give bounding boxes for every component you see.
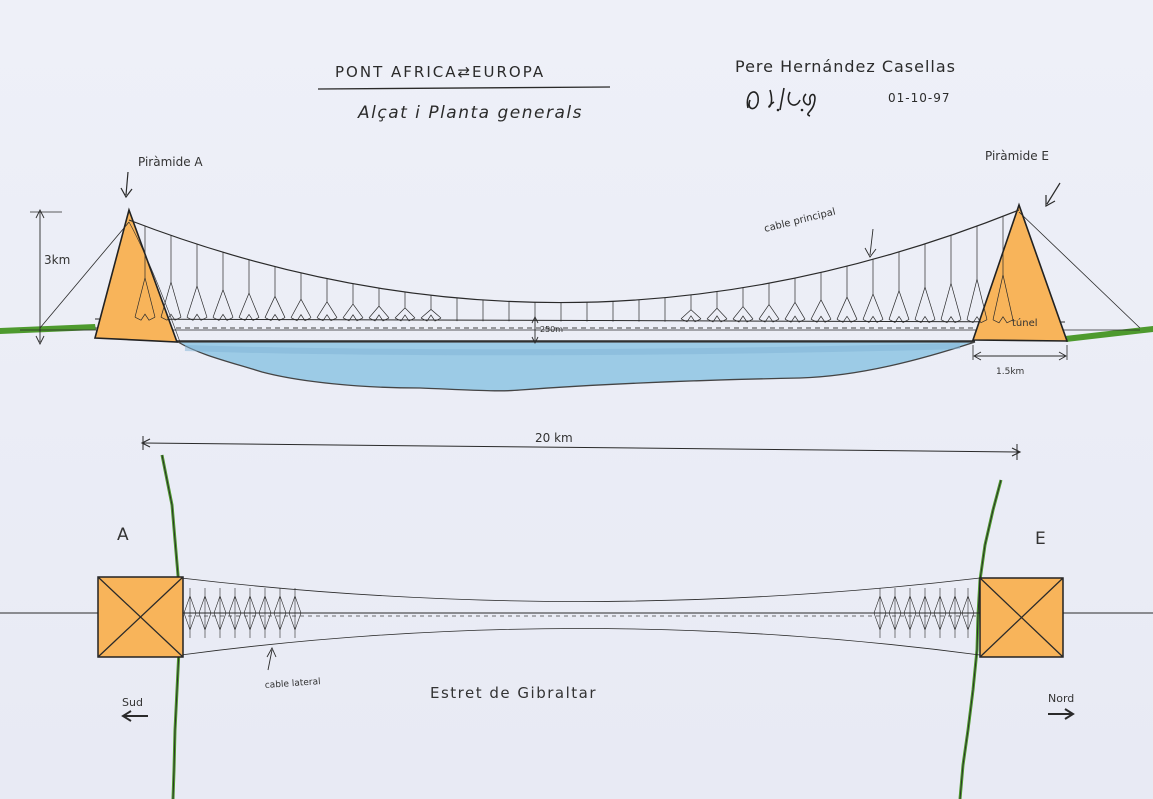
plan-hanger <box>948 588 962 638</box>
plan-hanger <box>258 588 272 638</box>
plan-hanger <box>961 588 975 638</box>
north-label: Nord <box>1048 692 1074 705</box>
hanger <box>732 287 754 323</box>
south-label: Sud <box>122 696 143 709</box>
plan-hanger <box>933 588 947 638</box>
author-name: Pere Hernández Casellas <box>735 57 957 76</box>
hanger <box>212 252 234 321</box>
hanger <box>966 226 988 324</box>
elevation-view: Piràmide A Piràmide E cable principal 3k… <box>0 149 1153 392</box>
hanger <box>420 295 442 322</box>
title-underline <box>318 86 611 90</box>
main-cable-label: cable principal <box>763 207 837 235</box>
hanger <box>862 259 884 323</box>
plan-hanger <box>198 588 212 638</box>
side-cable-label: cable lateral <box>265 677 321 691</box>
deck-line <box>94 318 1066 323</box>
plan-hanger <box>873 588 887 638</box>
pyramid-a <box>93 207 179 343</box>
plan-view: 20 km <box>0 431 1153 799</box>
hanger <box>784 278 806 323</box>
hanger <box>368 288 390 322</box>
page-title: PONT AFRICA⇄EUROPA <box>335 63 546 81</box>
hanger <box>940 235 962 324</box>
plan-hanger <box>888 588 902 638</box>
pyramid-e-plan <box>979 577 1064 658</box>
hanger <box>706 291 728 323</box>
ground-left <box>0 324 96 334</box>
plan-label-a: A <box>117 525 129 545</box>
pyramid-e-label: Piràmide E <box>985 149 1049 163</box>
plan-hanger <box>243 588 257 638</box>
height-label: 3km <box>44 253 70 267</box>
north-arrow-icon <box>1048 708 1075 720</box>
pyramid-e <box>971 202 1069 342</box>
span-label: 20 km <box>535 431 573 445</box>
hanger <box>238 259 260 321</box>
plan-label-e: E <box>1035 529 1046 549</box>
base-width-label: 1.5km <box>996 367 1024 377</box>
hanger <box>888 251 910 323</box>
plan-hanger <box>903 588 917 638</box>
hanger <box>992 216 1014 324</box>
plan-hanger <box>183 588 197 638</box>
hangers <box>134 216 1014 324</box>
hanger <box>394 292 416 322</box>
plan-hanger <box>213 588 227 638</box>
hanger <box>836 266 858 323</box>
hanger <box>160 235 182 321</box>
plan-hanger <box>918 588 932 638</box>
main-cable <box>128 209 1020 304</box>
hanger <box>290 272 312 322</box>
hanger <box>316 278 338 322</box>
hanger <box>680 294 702 323</box>
hanger <box>134 226 156 321</box>
hanger <box>810 272 832 323</box>
strait-label: Estret de Gibraltar <box>430 684 597 702</box>
pyramid-a-plan <box>97 576 184 658</box>
hanger <box>264 266 286 322</box>
tunnel-label: túnel <box>1012 317 1038 329</box>
page-subtitle: Alçat i Planta generals <box>358 103 583 123</box>
hanger <box>758 283 780 323</box>
plan-hangers <box>183 588 975 638</box>
clearance-label: 250m <box>540 325 563 334</box>
pyramid-a-label: Piràmide A <box>138 155 203 169</box>
hanger <box>186 244 208 321</box>
plan-hanger <box>273 588 287 638</box>
plan-hanger <box>288 588 302 638</box>
plan-hanger <box>228 588 242 638</box>
ground-right <box>1065 326 1153 342</box>
south-arrow-icon <box>121 710 148 722</box>
hanger <box>914 243 936 324</box>
signature <box>746 87 816 117</box>
hanger <box>342 283 364 322</box>
drawing-date: 01-10-97 <box>888 91 951 105</box>
